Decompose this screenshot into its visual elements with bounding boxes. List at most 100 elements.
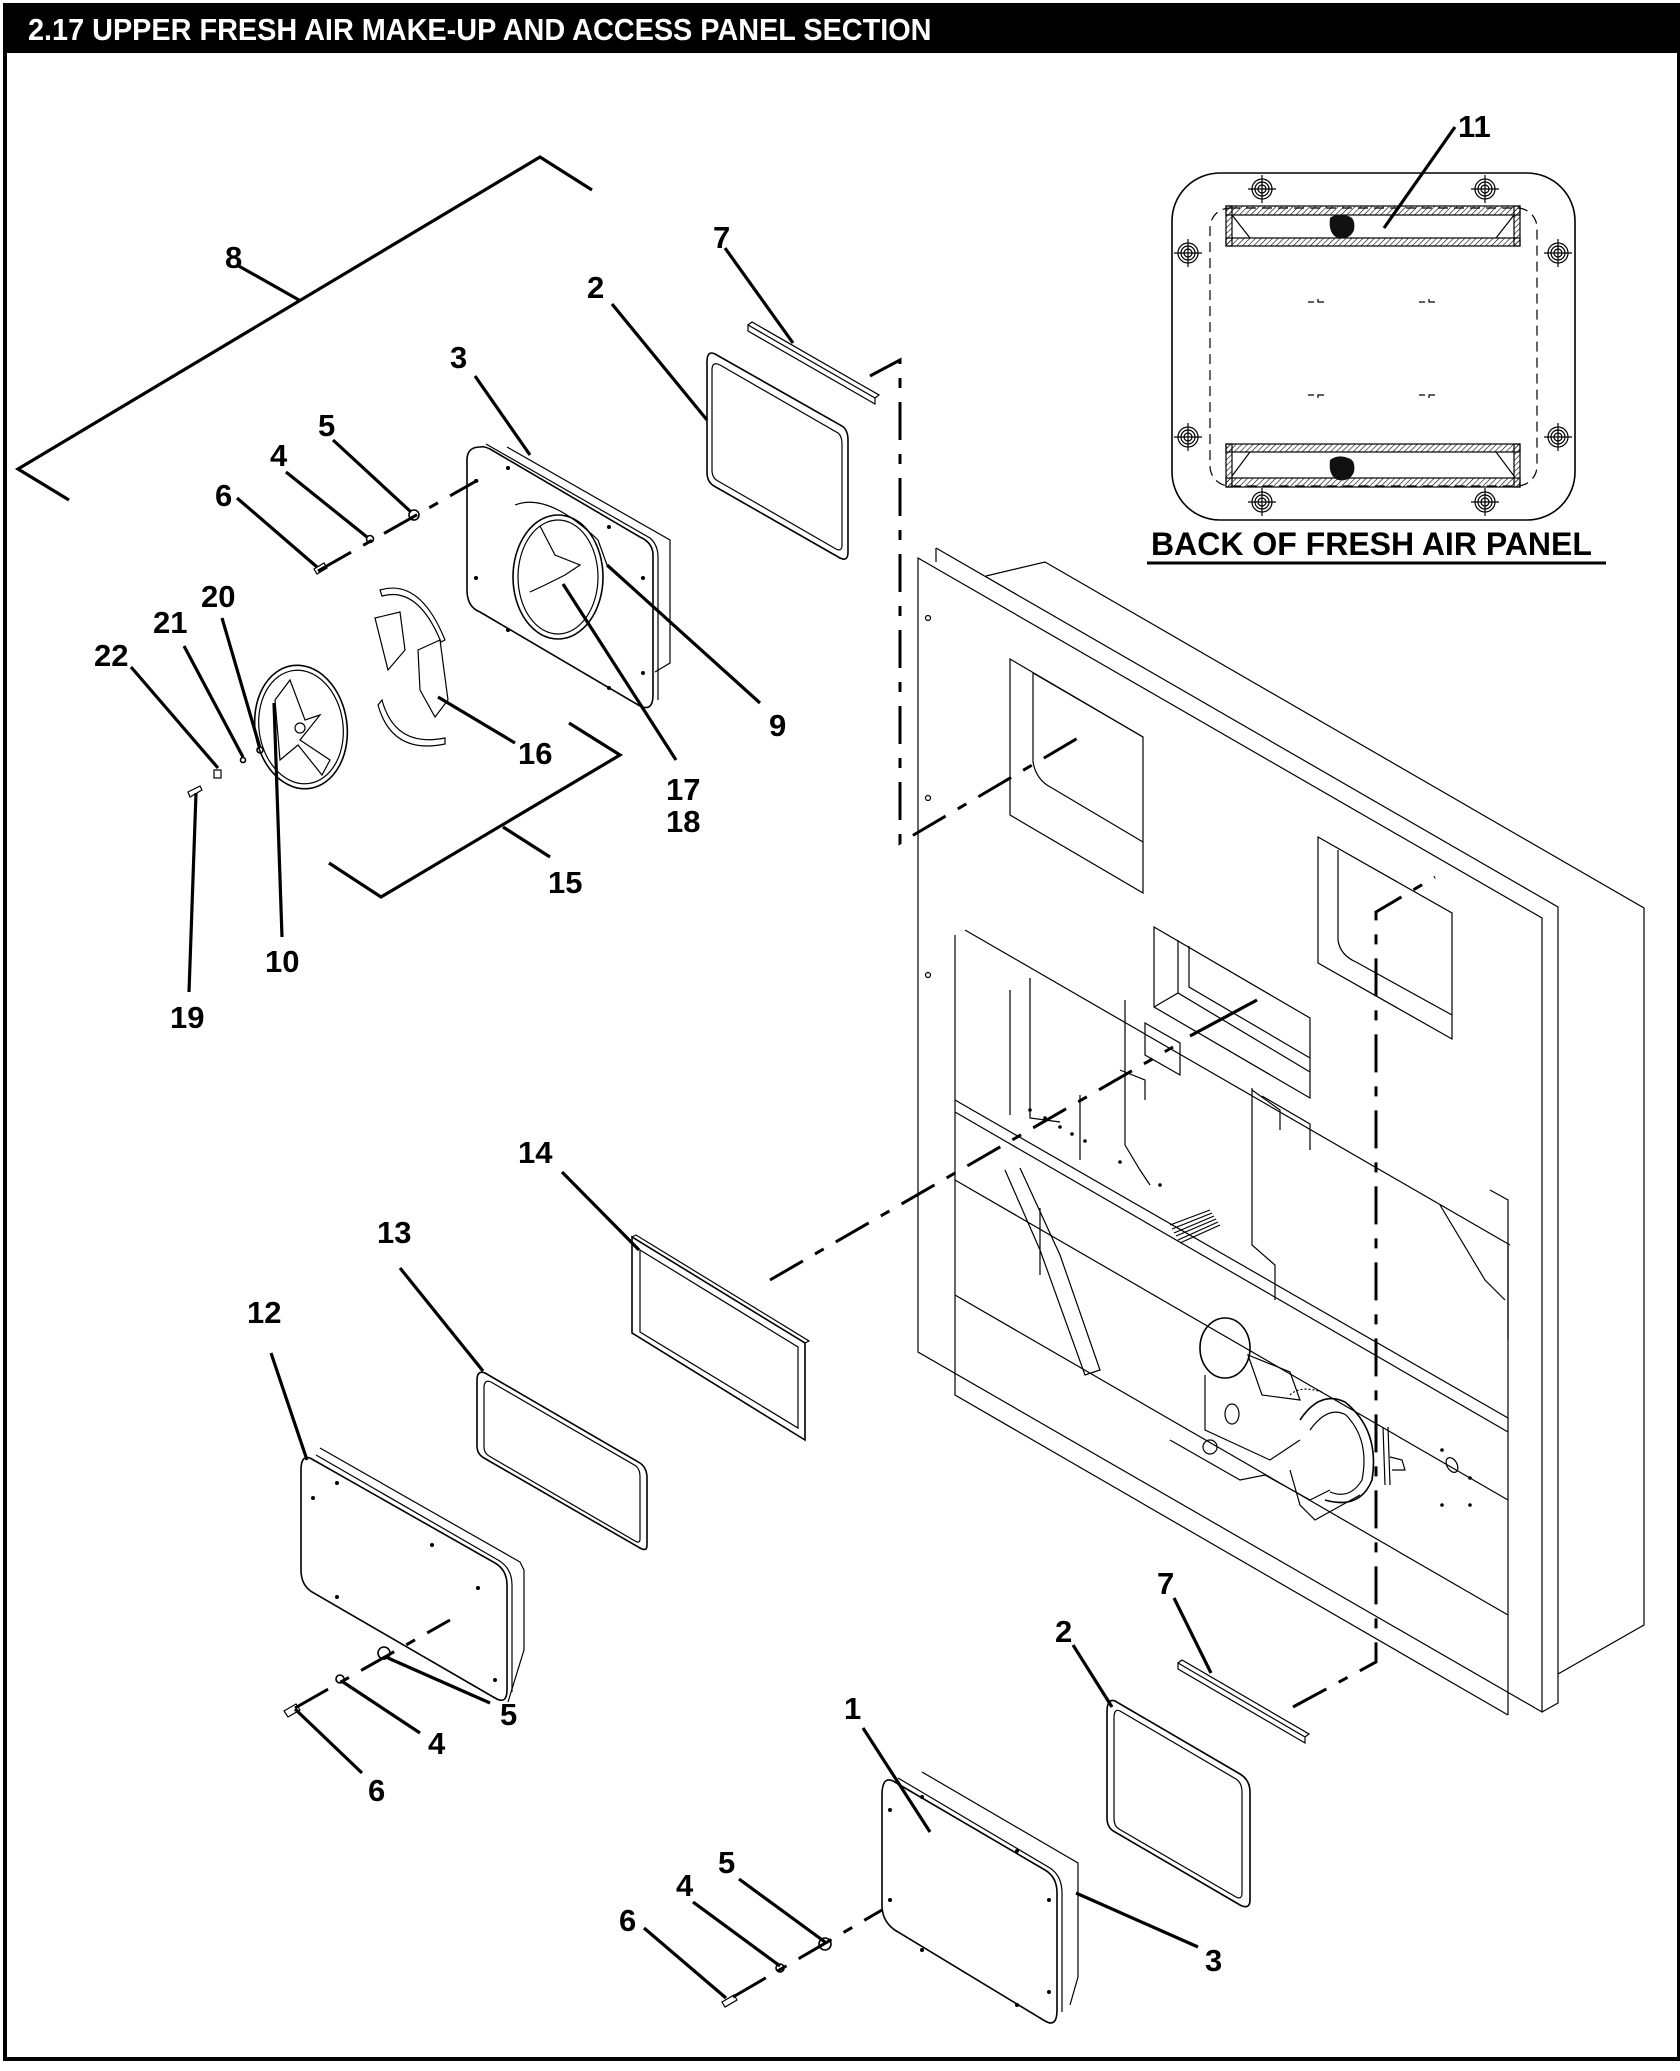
inset-gasket-dashed xyxy=(1209,207,1538,487)
callout-8: 8 xyxy=(225,240,242,275)
middle-opening xyxy=(1144,925,1311,1150)
inset-panel-outline xyxy=(1171,172,1576,521)
callout-4-upper: 4 xyxy=(270,438,288,473)
bolt-target-icon xyxy=(1471,488,1499,516)
rivet-dot xyxy=(1070,1132,1074,1136)
callout-17: 17 xyxy=(666,772,700,807)
rivet-dot xyxy=(1468,1476,1472,1480)
callout-5-upper: 5 xyxy=(318,408,335,443)
bolt-target-icon xyxy=(1174,239,1202,267)
leader-8 xyxy=(236,263,300,302)
callout-11: 11 xyxy=(1458,109,1491,144)
callout-18: 18 xyxy=(666,804,700,839)
callout-1: 1 xyxy=(844,1691,861,1726)
fasteners-middle xyxy=(283,1618,451,1718)
upper-opening xyxy=(1009,657,1144,895)
callout-9: 9 xyxy=(769,708,786,743)
callout-22: 22 xyxy=(94,638,128,673)
rivet-dot xyxy=(1468,1503,1472,1507)
bolt-target-icon xyxy=(1544,239,1572,267)
routing-line-lower xyxy=(1292,875,1436,1709)
rivet-dot xyxy=(1083,1139,1087,1143)
routing-line-upper xyxy=(869,357,1084,846)
rivet-dot xyxy=(1440,1503,1444,1507)
callout-3-upper: 3 xyxy=(450,340,467,375)
housing-front-plate xyxy=(917,556,1543,1714)
callout-19: 19 xyxy=(170,1000,204,1035)
housing-flange-plate xyxy=(935,547,1559,1713)
upper-leaders xyxy=(129,247,795,993)
callout-6-lower: 6 xyxy=(619,1903,636,1938)
routing-line-middle xyxy=(769,1045,1174,1282)
callout-6-upper: 6 xyxy=(215,478,232,513)
callout-16: 16 xyxy=(518,736,552,771)
callout-21: 21 xyxy=(153,605,187,640)
gasket-2-lower xyxy=(1106,1699,1251,1908)
rivet-dot xyxy=(1028,1108,1032,1112)
callout-3-lower: 3 xyxy=(1205,1943,1222,1978)
callout-15: 15 xyxy=(548,865,582,900)
lower-leaders xyxy=(642,1597,1213,2000)
callout-13: 13 xyxy=(377,1215,411,1250)
unit-housing xyxy=(917,547,1645,1716)
inset-caption: BACK OF FRESH AIR PANEL xyxy=(1151,526,1592,562)
callout-14: 14 xyxy=(518,1135,553,1170)
nut-22 xyxy=(213,769,222,779)
screw-6-upper xyxy=(313,562,328,575)
callout-20: 20 xyxy=(201,579,235,614)
rivet-dot xyxy=(1158,1183,1162,1187)
inset-mounting-bolts xyxy=(1174,175,1572,516)
access-panel-12 xyxy=(300,1447,525,1703)
seal-strip-7-lower xyxy=(1177,1659,1311,1745)
inset-top-channel xyxy=(1225,205,1521,247)
right-opening xyxy=(1317,835,1453,1041)
inset-adhesive-spot xyxy=(1329,214,1355,239)
bracket-15 xyxy=(328,721,624,899)
inset-clips xyxy=(1308,299,1435,398)
inset-back-of-fresh-air-panel xyxy=(1171,172,1576,521)
fasteners-lower xyxy=(721,1908,883,2008)
callout-2-upper: 2 xyxy=(587,270,604,305)
fan-panel-3 xyxy=(466,443,671,709)
middle-leaders xyxy=(269,1170,641,1775)
gasket-2-upper xyxy=(706,352,849,560)
fan-disc-10 xyxy=(253,664,349,790)
bolt-target-icon xyxy=(1248,175,1276,203)
gasket-frame-13 xyxy=(476,1371,648,1551)
callout-5-lower: 5 xyxy=(718,1845,735,1880)
heat-exchanger-fins xyxy=(1169,1209,1221,1244)
callout-10: 10 xyxy=(265,944,299,979)
housing-rear-box xyxy=(985,561,1645,1675)
panel-1 xyxy=(881,1771,1079,2024)
bolt-target-icon xyxy=(1471,175,1499,203)
fasteners-upper-left xyxy=(187,478,479,798)
callout-7-upper: 7 xyxy=(713,220,730,255)
callout-6-middle: 6 xyxy=(368,1773,385,1808)
blower-motor xyxy=(1169,1317,1459,1521)
callout-5-middle: 5 xyxy=(500,1697,517,1732)
rivet-dot xyxy=(1118,1160,1122,1164)
gasket-14 xyxy=(631,1234,811,1442)
page-title: 2.17 UPPER FRESH AIR MAKE-UP AND ACCESS … xyxy=(28,12,932,47)
rivet-dot xyxy=(1058,1125,1062,1129)
callout-2-lower: 2 xyxy=(1055,1614,1072,1649)
rivet-dot xyxy=(1440,1448,1444,1452)
assembly-bracket-8 xyxy=(14,155,593,502)
title-bar: 2.17 UPPER FRESH AIR MAKE-UP AND ACCESS … xyxy=(3,3,1680,53)
bolt-target-icon xyxy=(1174,423,1202,451)
damper-blades-16 xyxy=(374,587,449,747)
inset-adhesive-spot xyxy=(1329,456,1355,481)
leader-11 xyxy=(1382,126,1457,229)
callout-7-lower: 7 xyxy=(1157,1566,1174,1601)
bolt-target-icon xyxy=(1544,423,1572,451)
washer-5-upper xyxy=(408,509,420,521)
bolt-target-icon xyxy=(1248,488,1276,516)
bolt-19 xyxy=(187,785,203,798)
inset-bottom-channel xyxy=(1225,443,1521,488)
lock-washer-21 xyxy=(239,756,247,764)
callout-4-lower: 4 xyxy=(676,1868,694,1903)
lower-cavity xyxy=(954,929,1511,1716)
callout-4-middle: 4 xyxy=(428,1726,446,1761)
seal-strip-7-upper xyxy=(747,321,881,406)
